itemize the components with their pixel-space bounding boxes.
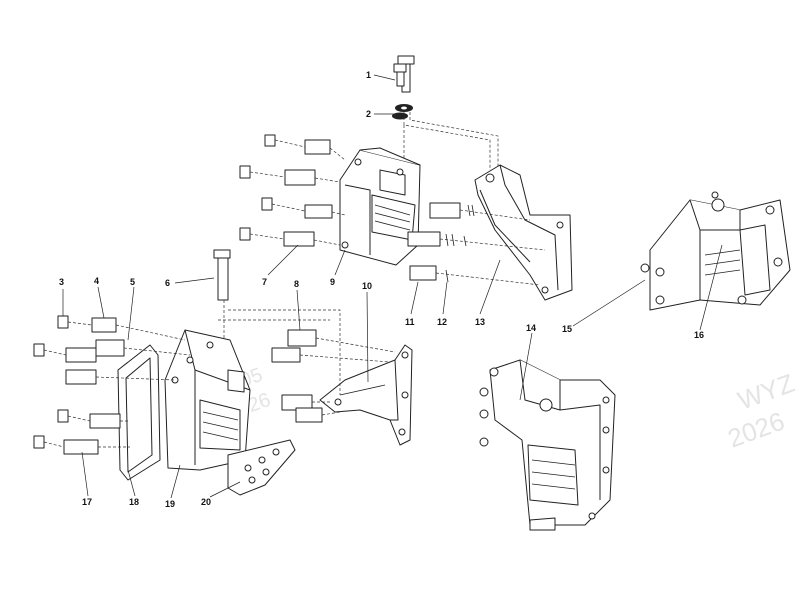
callout-3: 3 bbox=[59, 277, 64, 287]
watermark-line2: 2026 bbox=[724, 406, 789, 454]
callout-20: 20 bbox=[201, 497, 211, 507]
callout-11: 11 bbox=[405, 317, 415, 327]
bracket-part-13 bbox=[474, 164, 573, 301]
bolts-part-17 bbox=[33, 409, 121, 455]
callout-12: 12 bbox=[437, 317, 447, 327]
clips-part-12 bbox=[445, 204, 475, 283]
callout-18: 18 bbox=[129, 497, 139, 507]
callout-7: 7 bbox=[262, 277, 267, 287]
engine-mount-part-19 bbox=[164, 329, 251, 471]
bolts-part-8 bbox=[271, 329, 323, 423]
bolt-part-6 bbox=[213, 249, 231, 301]
callout-4: 4 bbox=[94, 276, 99, 286]
watermark-line1: WYZ bbox=[734, 368, 799, 416]
leader-16 bbox=[699, 244, 723, 331]
callout-10: 10 bbox=[362, 281, 372, 291]
bolts-part-11 bbox=[407, 202, 461, 281]
callout-5: 5 bbox=[130, 277, 135, 287]
callout-19: 19 bbox=[165, 499, 175, 509]
leader-12 bbox=[442, 281, 448, 315]
callout-6: 6 bbox=[165, 278, 170, 288]
callout-13: 13 bbox=[475, 317, 485, 327]
leader-18 bbox=[127, 469, 136, 497]
plate-part-18 bbox=[117, 344, 161, 481]
dash-1 bbox=[403, 112, 491, 170]
leader-9 bbox=[334, 249, 346, 276]
bolts-part-7 bbox=[239, 134, 333, 247]
mount-assembly-part-14 bbox=[479, 359, 616, 531]
bolt-part-1 bbox=[393, 55, 415, 93]
engine-mount-part-9 bbox=[339, 147, 421, 266]
leader-15 bbox=[572, 279, 646, 327]
leader-11 bbox=[410, 281, 419, 315]
leader-8 bbox=[296, 289, 301, 331]
leader-20 bbox=[209, 481, 241, 498]
callout-9: 9 bbox=[330, 277, 335, 287]
mount-assembly-part-16 bbox=[640, 191, 791, 311]
leader-4 bbox=[97, 286, 105, 319]
dash-mount9 bbox=[313, 147, 346, 246]
dash-left bbox=[43, 321, 191, 448]
leader-6 bbox=[174, 277, 215, 284]
leader-1 bbox=[373, 74, 396, 81]
leader-5 bbox=[127, 286, 135, 341]
leader-14 bbox=[519, 332, 533, 401]
leader-19 bbox=[170, 464, 181, 499]
callout-17: 17 bbox=[82, 497, 92, 507]
dash-bracket13 bbox=[435, 209, 546, 286]
leader-10 bbox=[366, 291, 369, 383]
callout-8: 8 bbox=[294, 279, 299, 289]
callout-15: 15 bbox=[562, 324, 572, 334]
leader-17 bbox=[81, 451, 89, 497]
callout-14: 14 bbox=[526, 323, 536, 333]
leader-13 bbox=[479, 259, 501, 315]
dash-2 bbox=[409, 112, 499, 168]
callout-2: 2 bbox=[366, 109, 371, 119]
dash-bracket10 bbox=[299, 337, 396, 416]
callout-1: 1 bbox=[366, 70, 371, 80]
bolts-part-3-4-5 bbox=[33, 315, 125, 385]
callout-16: 16 bbox=[694, 330, 704, 340]
bracket-part-10 bbox=[319, 344, 413, 446]
leader-7 bbox=[267, 244, 299, 276]
